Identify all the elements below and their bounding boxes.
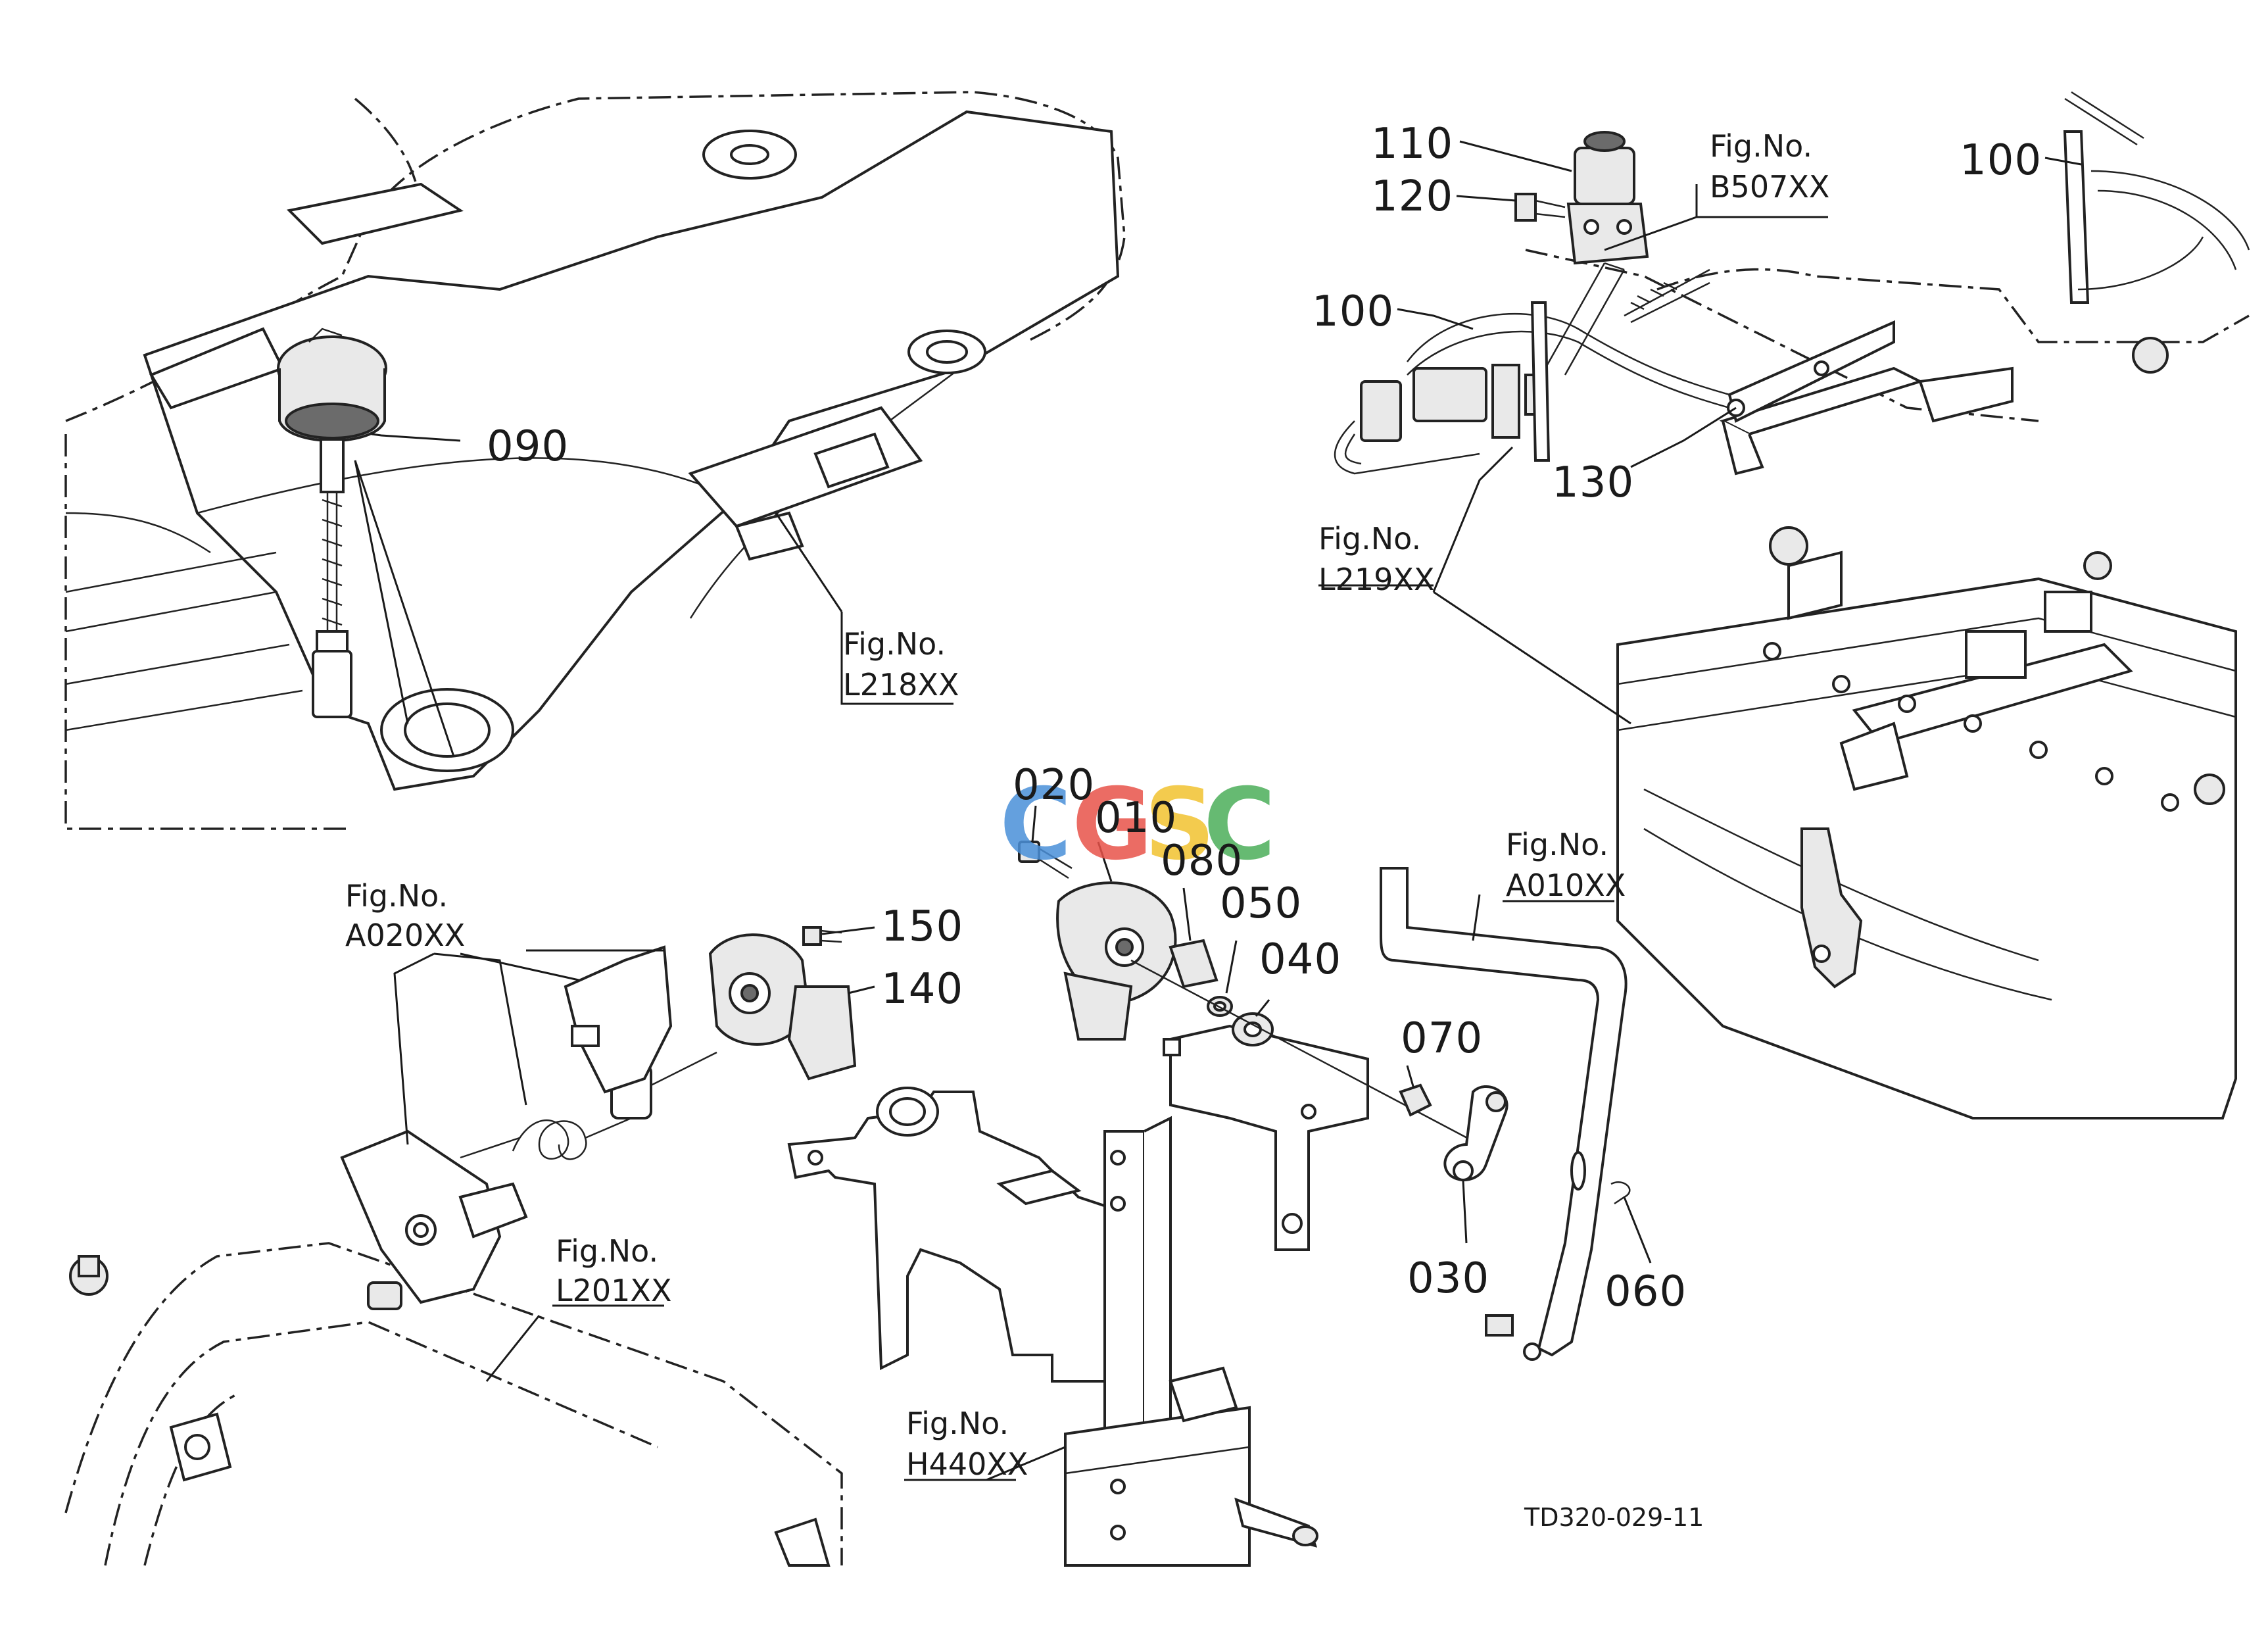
fig-ref-code: L219XX [1318,562,1434,597]
part-label-070: 070 [1401,1014,1483,1063]
fig-ref-prefix: Fig.No. [556,1233,658,1269]
part-label-010: 010 [1095,794,1177,843]
part-label-080: 080 [1161,837,1243,885]
fig-ref-prefix: Fig.No. [1506,827,1608,862]
leader-lines [371,140,2082,1481]
part-label-030: 030 [1407,1254,1489,1303]
fig-ref-L218: Fig.No. L218XX [843,626,959,702]
fig-ref-L219: Fig.No. L219XX [1318,521,1434,597]
fig-ref-code: A010XX [1506,868,1626,903]
fig-ref-A020: Fig.No. A020XX [345,878,465,953]
part-label-130: 130 [1552,458,1634,507]
fig-ref-L201: Fig.No. L201XX [556,1233,671,1308]
figure-reference-labels: Fig.No. L218XX Fig.No. B507XX Fig.No. L2… [345,128,1829,1482]
fig-ref-code: L218XX [843,667,959,702]
fig-ref-prefix: Fig.No. [1710,128,1812,164]
upper-left-panel-assembly [64,91,1126,830]
fig-ref-prefix: Fig.No. [906,1406,1009,1441]
part-label-050: 050 [1220,879,1302,928]
upper-right-frame-assembly [1334,91,2250,1119]
watermark-letter-4: C [1203,768,1276,882]
fig-ref-prefix: Fig.No. [843,626,946,662]
watermark-letter-2: G [1072,768,1153,882]
part-label-040: 040 [1259,935,1341,984]
fig-ref-prefix: Fig.No. [345,878,448,914]
fig-ref-code: L201XX [556,1273,671,1308]
part-label-090: 090 [487,422,569,471]
part-label-100-right: 100 [1960,136,2042,185]
drawing-code: TD320-029-11 [1524,1503,1704,1532]
watermark-letter-3: S [1144,768,1215,882]
part-label-020: 020 [1013,761,1095,810]
lower-left-sensor-assembly [64,926,857,1567]
part-label-060: 060 [1604,1267,1687,1316]
lower-center-bracket-assembly [787,841,1631,1567]
part-label-140: 140 [881,965,963,1014]
part-number-labels: 090 110 120 100 100 130 020 010 080 050 … [487,120,2042,1316]
watermark-logo: C G S C [1000,768,1276,882]
part-label-150: 150 [881,902,963,951]
part-label-120: 120 [1371,172,1453,221]
fig-ref-code: B507XX [1710,169,1829,205]
fig-ref-A010: Fig.No. A010XX [1506,827,1626,903]
fig-ref-code: A020XX [345,918,465,953]
watermark-letter-1: C [1000,768,1072,882]
fig-ref-prefix: Fig.No. [1318,521,1421,556]
part-label-110: 110 [1371,120,1453,168]
fig-ref-B507: Fig.No. B507XX [1710,128,1829,205]
fig-ref-H440: Fig.No. H440XX [906,1406,1028,1482]
part-label-100-left: 100 [1312,287,1394,336]
fig-ref-code: H440XX [906,1446,1028,1482]
